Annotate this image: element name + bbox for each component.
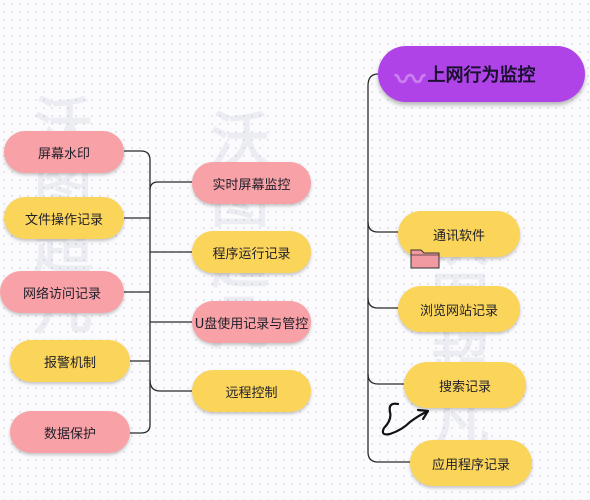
left-node-3[interactable]: 网络访问记录	[0, 271, 124, 313]
middle-node-3[interactable]: U盘使用记录与管控	[192, 301, 311, 343]
middle-connector-4	[149, 379, 192, 392]
left-node-4[interactable]: 报警机制	[10, 340, 130, 382]
left-node-4-label: 报警机制	[43, 355, 96, 371]
right-node-4-label: 应用程序记录	[431, 457, 510, 473]
right-node-3[interactable]: 搜索记录	[404, 362, 526, 408]
left-node-1-label: 屏幕水印	[37, 146, 90, 162]
right-trunk-line	[367, 73, 410, 463]
right-node-2-label: 浏览网站记录	[419, 303, 498, 319]
left-node-2-label: 文件操作记录	[24, 212, 103, 228]
right-node-2[interactable]: 浏览网站记录	[398, 286, 520, 332]
folder-icon	[410, 249, 440, 269]
left-node-5[interactable]: 数据保护	[10, 411, 130, 453]
root-label: 上网行为监控	[427, 65, 536, 86]
right-node-1[interactable]: 通讯软件	[398, 211, 520, 257]
root-node[interactable]: 上网行为监控	[378, 46, 585, 102]
left-node-2[interactable]: 文件操作记录	[4, 197, 124, 239]
right-node-4[interactable]: 应用程序记录	[410, 440, 532, 486]
middle-node-4[interactable]: 远程控制	[192, 370, 311, 412]
left-node-1[interactable]: 屏幕水印	[4, 131, 124, 173]
right-node-3-label: 搜索记录	[438, 379, 491, 395]
middle-node-2[interactable]: 程序运行记录	[192, 231, 311, 273]
middle-node-3-label: U盘使用记录与管控	[194, 316, 309, 332]
middle-node-1-label: 实时屏幕监控	[212, 177, 291, 193]
left-node-5-label: 数据保护	[43, 426, 96, 442]
middle-node-2-label: 程序运行记录	[212, 246, 291, 262]
right-connector-1	[367, 221, 398, 233]
middle-node-1[interactable]: 实时屏幕监控	[192, 162, 311, 204]
middle-trunk-line	[149, 181, 192, 191]
right-connector-3	[367, 373, 404, 385]
scribble-arrow-icon	[381, 402, 430, 436]
middle-node-4-label: 远程控制	[225, 385, 278, 401]
right-connector-2	[367, 297, 398, 309]
left-node-3-label: 网络访问记录	[22, 286, 101, 302]
right-node-1-label: 通讯软件	[432, 228, 485, 244]
